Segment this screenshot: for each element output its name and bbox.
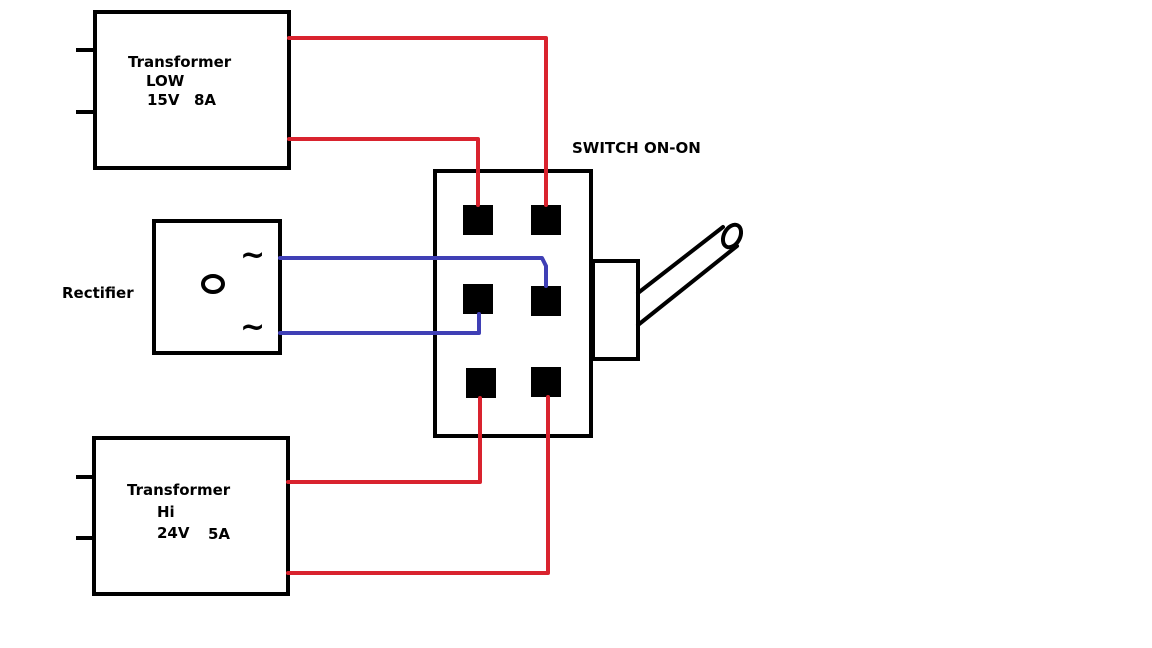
switch-body (433, 169, 593, 438)
transformer-low-voltage: 15V (147, 91, 180, 109)
switch-terminal-bottom-right (531, 367, 561, 397)
wire-low-bottom-to-switch-top-left (287, 137, 480, 207)
switch-terminal-top-right (531, 205, 561, 235)
transformer-hi-voltage: 24V (157, 524, 190, 542)
wire-rectifier-top-to-switch-middle-right (278, 256, 548, 288)
rectifier-dc-terminal-icon (201, 274, 225, 294)
rectifier: Rectifier ~ ~ (62, 219, 282, 355)
wire-hi-top-to-switch-bottom-left (286, 396, 482, 484)
transformer-hi-title: Transformer (127, 481, 231, 499)
transformer-low-box (93, 10, 291, 170)
switch-terminal-middle-left (463, 284, 493, 314)
rectifier-ac-symbol-bottom: ~ (240, 310, 265, 345)
rectifier-label: Rectifier (62, 284, 134, 302)
transformer-low-title: Transformer (128, 53, 232, 71)
wire-rectifier-bottom-to-switch-middle-left (278, 312, 481, 335)
transformer-hi: Transformer Hi 24V 5A (76, 436, 290, 596)
transformer-hi-current: 5A (208, 525, 230, 543)
wires (278, 36, 550, 575)
transformer-hi-box (92, 436, 290, 596)
switch-label: SWITCH ON-ON (572, 139, 701, 157)
transformer-low-current: 8A (194, 91, 216, 109)
wire-hi-bottom-to-switch-bottom-right (286, 395, 550, 575)
switch-on-on: SWITCH ON-ON (433, 139, 744, 438)
wire-low-top-to-switch-top-right (287, 36, 548, 207)
switch-terminal-top-left (463, 205, 493, 235)
transformer-hi-label: Hi (157, 503, 175, 521)
switch-bushing (591, 259, 640, 361)
switch-terminal-middle-right (531, 286, 561, 316)
rectifier-ac-symbol-top: ~ (240, 238, 265, 273)
switch-terminal-bottom-left (466, 368, 496, 398)
transformer-low-label: LOW (146, 72, 185, 90)
transformer-low: Transformer LOW 15V 8A (76, 10, 291, 170)
rectifier-box (152, 219, 282, 355)
switch-toggle-lever-icon (636, 222, 744, 327)
